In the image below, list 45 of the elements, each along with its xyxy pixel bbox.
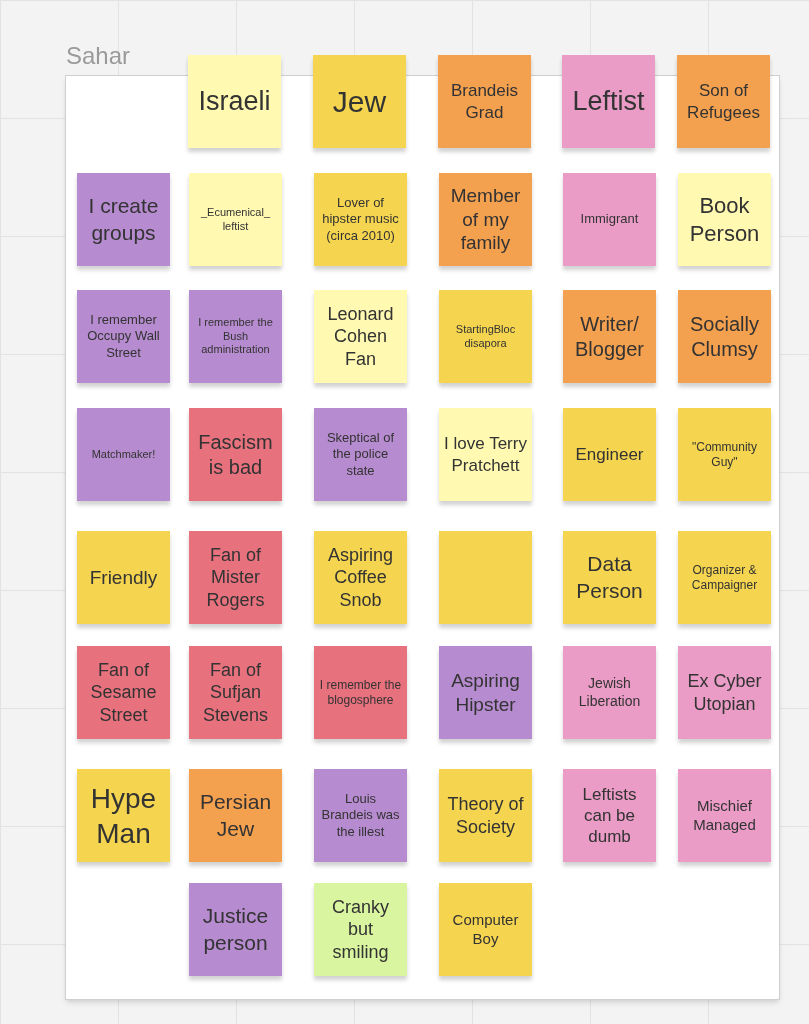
sticky-note: Skeptical of the police state (314, 408, 407, 501)
sticky-note: Aspiring Coffee Snob (314, 531, 407, 624)
sticky-note: Persian Jew (189, 769, 282, 862)
sticky-note: Matchmaker! (77, 408, 170, 501)
sticky-note: Fascism is bad (189, 408, 282, 501)
sticky-note: Theory of Society (439, 769, 532, 862)
sticky-note: StartingBloc disapora (439, 290, 532, 383)
sticky-note: "Community Guy" (678, 408, 771, 501)
sticky-note: I create groups (77, 173, 170, 266)
sticky-note: Ex Cyber Utopian (678, 646, 771, 739)
sticky-note: Jew (313, 55, 406, 148)
sticky-note: Book Person (678, 173, 771, 266)
sticky-note: Leftists can be dumb (563, 769, 656, 862)
sticky-note: Brandeis Grad (438, 55, 531, 148)
sticky-note: I remember the blogosphere (314, 646, 407, 739)
sticky-note: Organizer & Campaigner (678, 531, 771, 624)
sticky-note: Engineer (563, 408, 656, 501)
sticky-note: Aspiring Hipster (439, 646, 532, 739)
sticky-note: Member of my family (439, 173, 532, 266)
sticky-note: Leonard Cohen Fan (314, 290, 407, 383)
sticky-note: Fan of Mister Rogers (189, 531, 282, 624)
sticky-note: _Ecumenical_ leftist (189, 173, 282, 266)
sticky-note: I remember Occupy Wall Street (77, 290, 170, 383)
sticky-note (439, 531, 532, 624)
sticky-note: I love Terry Pratchett (439, 408, 532, 501)
sticky-note: Computer Boy (439, 883, 532, 976)
sticky-note: Friendly (77, 531, 170, 624)
sticky-note: Socially Clumsy (678, 290, 771, 383)
sticky-note: Lover of hipster music (circa 2010) (314, 173, 407, 266)
sticky-note: Mischief Managed (678, 769, 771, 862)
sticky-note: Data Person (563, 531, 656, 624)
sticky-note: Israeli (188, 55, 281, 148)
sticky-note: Cranky but smiling (314, 883, 407, 976)
sticky-note: Justice person (189, 883, 282, 976)
sticky-note: Leftist (562, 55, 655, 148)
sticky-note: Jewish Liberation (563, 646, 656, 739)
sticky-note: Writer/ Blogger (563, 290, 656, 383)
sticky-note: I remember the Bush administration (189, 290, 282, 383)
sticky-note: Fan of Sesame Street (77, 646, 170, 739)
sticky-note: Immigrant (563, 173, 656, 266)
sticky-note: Hype Man (77, 769, 170, 862)
sticky-note: Son of Refugees (677, 55, 770, 148)
sticky-note: Fan of Sufjan Stevens (189, 646, 282, 739)
board-title: Sahar (66, 41, 131, 71)
sticky-note: Louis Brandeis was the illest (314, 769, 407, 862)
